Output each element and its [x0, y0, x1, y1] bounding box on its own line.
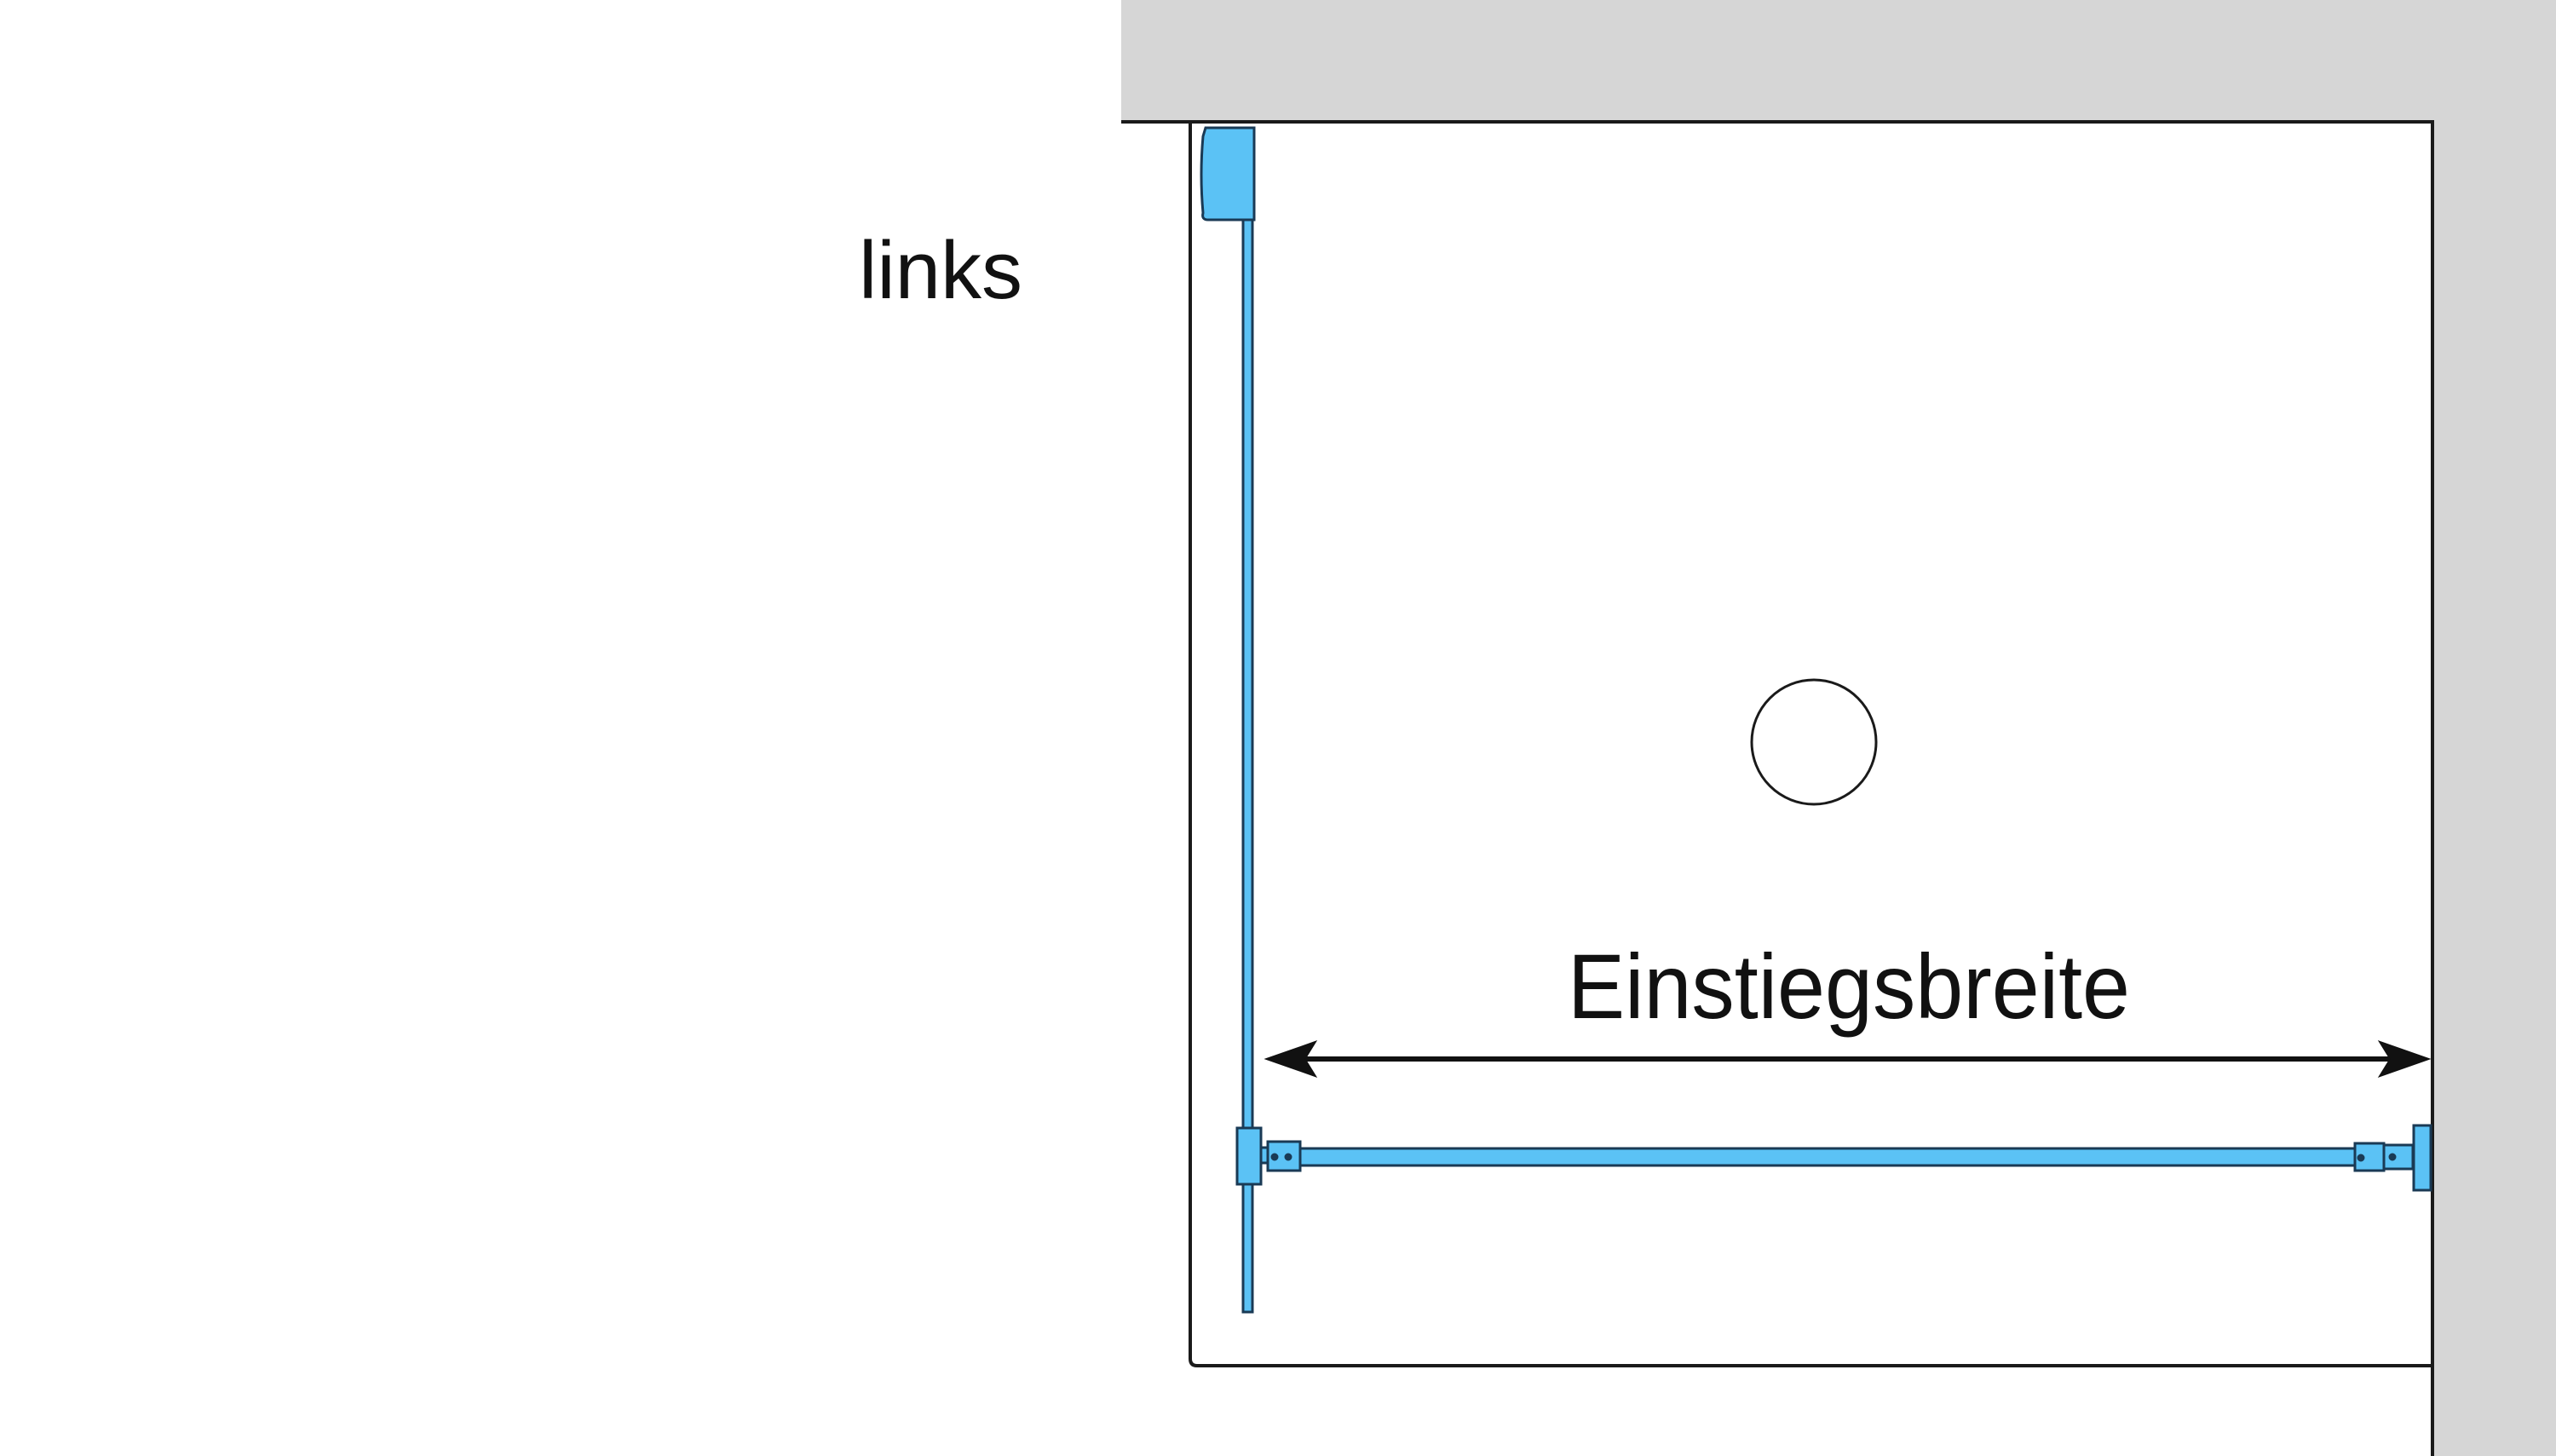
side-label: links	[859, 225, 1022, 316]
room-outline	[1121, 120, 2434, 1456]
drain-icon	[1750, 678, 1878, 806]
right-wall	[2432, 122, 2556, 1456]
wall-hinge	[1200, 126, 1256, 222]
door-panel	[1235, 1124, 2432, 1192]
top-wall	[1121, 0, 2556, 122]
fixed-glass-panel	[1200, 126, 1256, 1314]
dimension-arrow	[1264, 1040, 2432, 1078]
wall-mount	[2412, 1124, 2432, 1192]
dimension-label: Einstiegsbreite	[1568, 935, 2130, 1038]
